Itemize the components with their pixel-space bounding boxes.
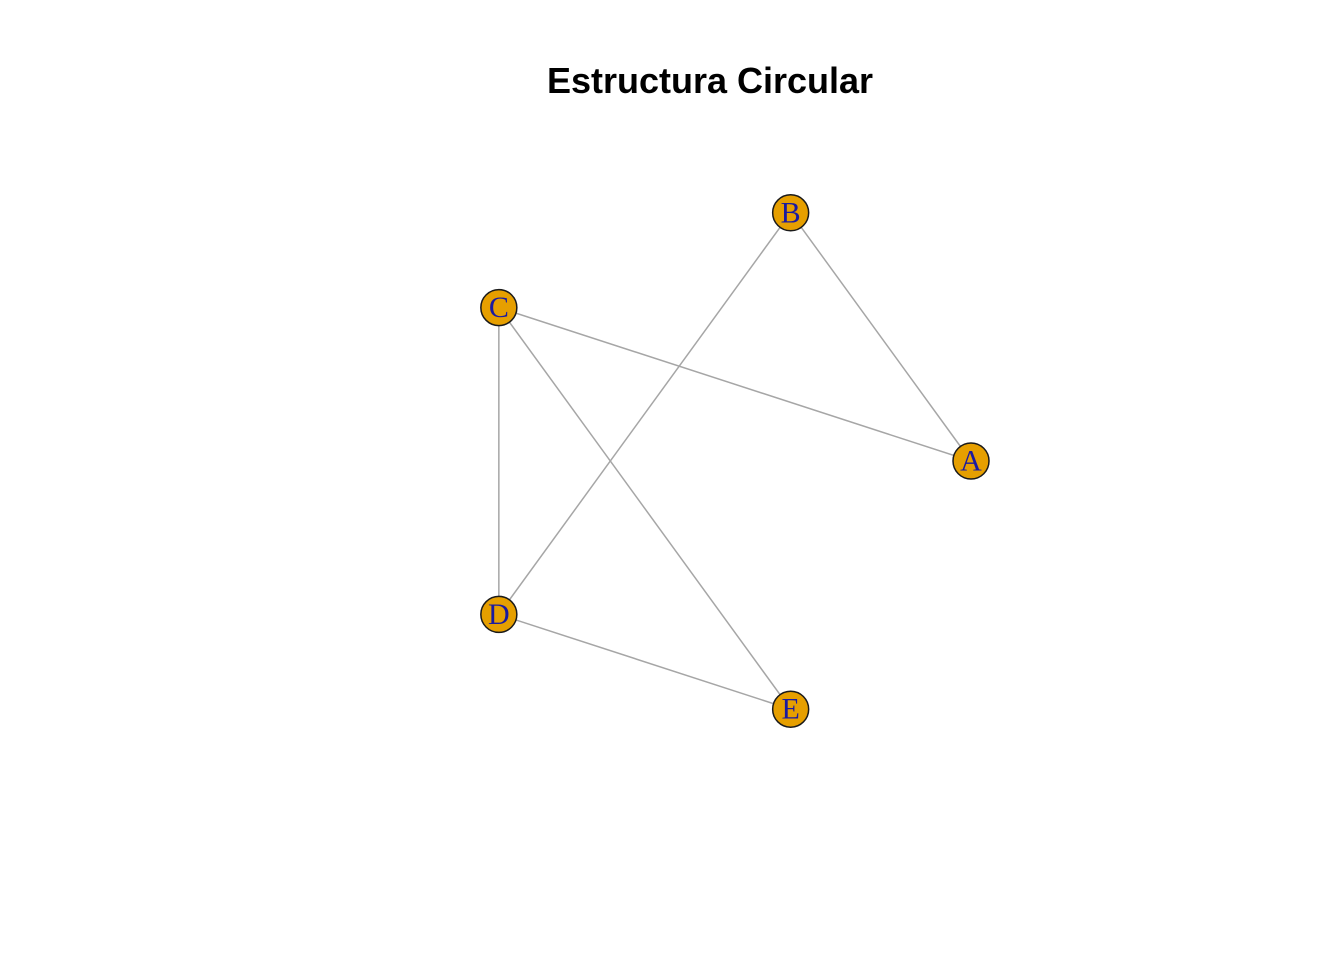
- node-circle: [480, 288, 518, 327]
- node-b: B: [771, 194, 810, 232]
- edge-b-d: [498, 212, 792, 615]
- node-circle: [480, 595, 518, 634]
- node-label: E: [781, 693, 799, 726]
- node-a: A: [952, 442, 990, 480]
- node-c: C: [480, 288, 518, 327]
- edge-a-b: [790, 212, 972, 462]
- node-label: C: [489, 291, 509, 324]
- graph-edges: [498, 212, 972, 710]
- edge-d-e: [498, 613, 791, 710]
- graph-title: Estructura Circular: [547, 60, 873, 101]
- node-label: D: [488, 598, 510, 631]
- edge-a-c: [498, 306, 972, 462]
- graph-nodes: A B C D E: [480, 194, 990, 728]
- edge-c-e: [498, 307, 792, 710]
- node-circle: [771, 690, 810, 728]
- node-e: E: [771, 690, 810, 728]
- node-label: B: [781, 196, 801, 229]
- node-circle: [952, 442, 990, 480]
- node-label: A: [960, 445, 982, 478]
- node-d: D: [480, 595, 518, 634]
- node-circle: [771, 194, 810, 232]
